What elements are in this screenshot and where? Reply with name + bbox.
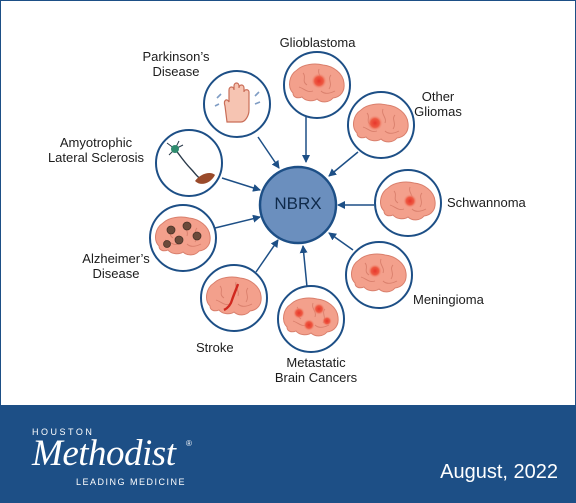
- plaque-4: [192, 231, 202, 241]
- lesion-meningioma: [368, 264, 382, 278]
- schwannoma-label: Schwannoma: [447, 195, 526, 210]
- arrow-meningioma: [328, 232, 354, 251]
- lesion-metastatic-4: [322, 316, 332, 326]
- arrow-stroke: [255, 239, 279, 273]
- plaque-5: [163, 240, 171, 248]
- neuron-axon: [174, 148, 202, 180]
- muscle-fiber: [195, 173, 215, 184]
- center-node: [258, 165, 338, 245]
- logo-houston-text: HOUSTON: [32, 427, 95, 437]
- alzheimers-label: Alzheimer’s Disease: [82, 251, 150, 281]
- other-gliomas-node: [347, 91, 415, 159]
- lesion-metastatic-1: [293, 307, 305, 319]
- lesion-metastatic-2: [313, 303, 325, 315]
- alzheimers-node: [149, 204, 217, 272]
- plaque-2: [182, 221, 192, 231]
- logo-registered-mark: ®: [186, 439, 192, 448]
- als-label: Amyotrophic Lateral Sclerosis: [47, 135, 145, 165]
- arrow-metastatic: [299, 245, 308, 288]
- other-gliomas-label: Other Gliomas: [414, 89, 462, 119]
- tremor-marks: [214, 91, 261, 107]
- logo-tagline: LEADING MEDICINE: [76, 477, 187, 487]
- hand-icon: [223, 82, 250, 123]
- date-text: August, 2022: [440, 461, 558, 483]
- arrows: [214, 117, 374, 288]
- arrow-alzheimers: [214, 214, 261, 229]
- metastatic-node: [277, 285, 345, 353]
- diagram-graphics: [149, 51, 442, 353]
- glioblastoma-node: [283, 51, 351, 119]
- lesion-metastatic-3: [303, 319, 315, 331]
- meningioma-label: Meningioma: [413, 292, 484, 307]
- center-label: NBRX: [274, 194, 322, 213]
- plaque-3: [174, 235, 184, 245]
- parkinsons-label: Parkinson’s Disease: [142, 49, 210, 79]
- plaque-1: [166, 225, 176, 235]
- schwannoma-node: [374, 169, 442, 237]
- logo-methodist-text: Methodist: [32, 433, 176, 474]
- footer-bar: HOUSTON Methodist ® LEADING MEDICINE Aug…: [0, 405, 576, 503]
- lesion-glioblastoma: [311, 73, 327, 89]
- nbrx-diagram: NBRX Glioblastoma Other Gliomas Schwanno…: [47, 35, 526, 385]
- meningioma-node: [345, 241, 413, 309]
- parkinsons-node: [203, 70, 271, 138]
- stroke-node: [200, 264, 268, 332]
- stroke-label: Stroke: [196, 340, 234, 355]
- arrow-als: [221, 177, 261, 192]
- neuron-body: [171, 145, 179, 153]
- metastatic-label: Metastatic Brain Cancers: [274, 355, 358, 385]
- als-node: [155, 129, 223, 197]
- lesion-schwannoma: [403, 194, 417, 208]
- arrow-parkinsons: [257, 136, 280, 169]
- glioblastoma-label: Glioblastoma: [279, 35, 356, 50]
- stroke-vessel: [223, 283, 240, 312]
- lesion-other-gliomas: [367, 115, 383, 131]
- arrow-other-gliomas: [328, 151, 359, 177]
